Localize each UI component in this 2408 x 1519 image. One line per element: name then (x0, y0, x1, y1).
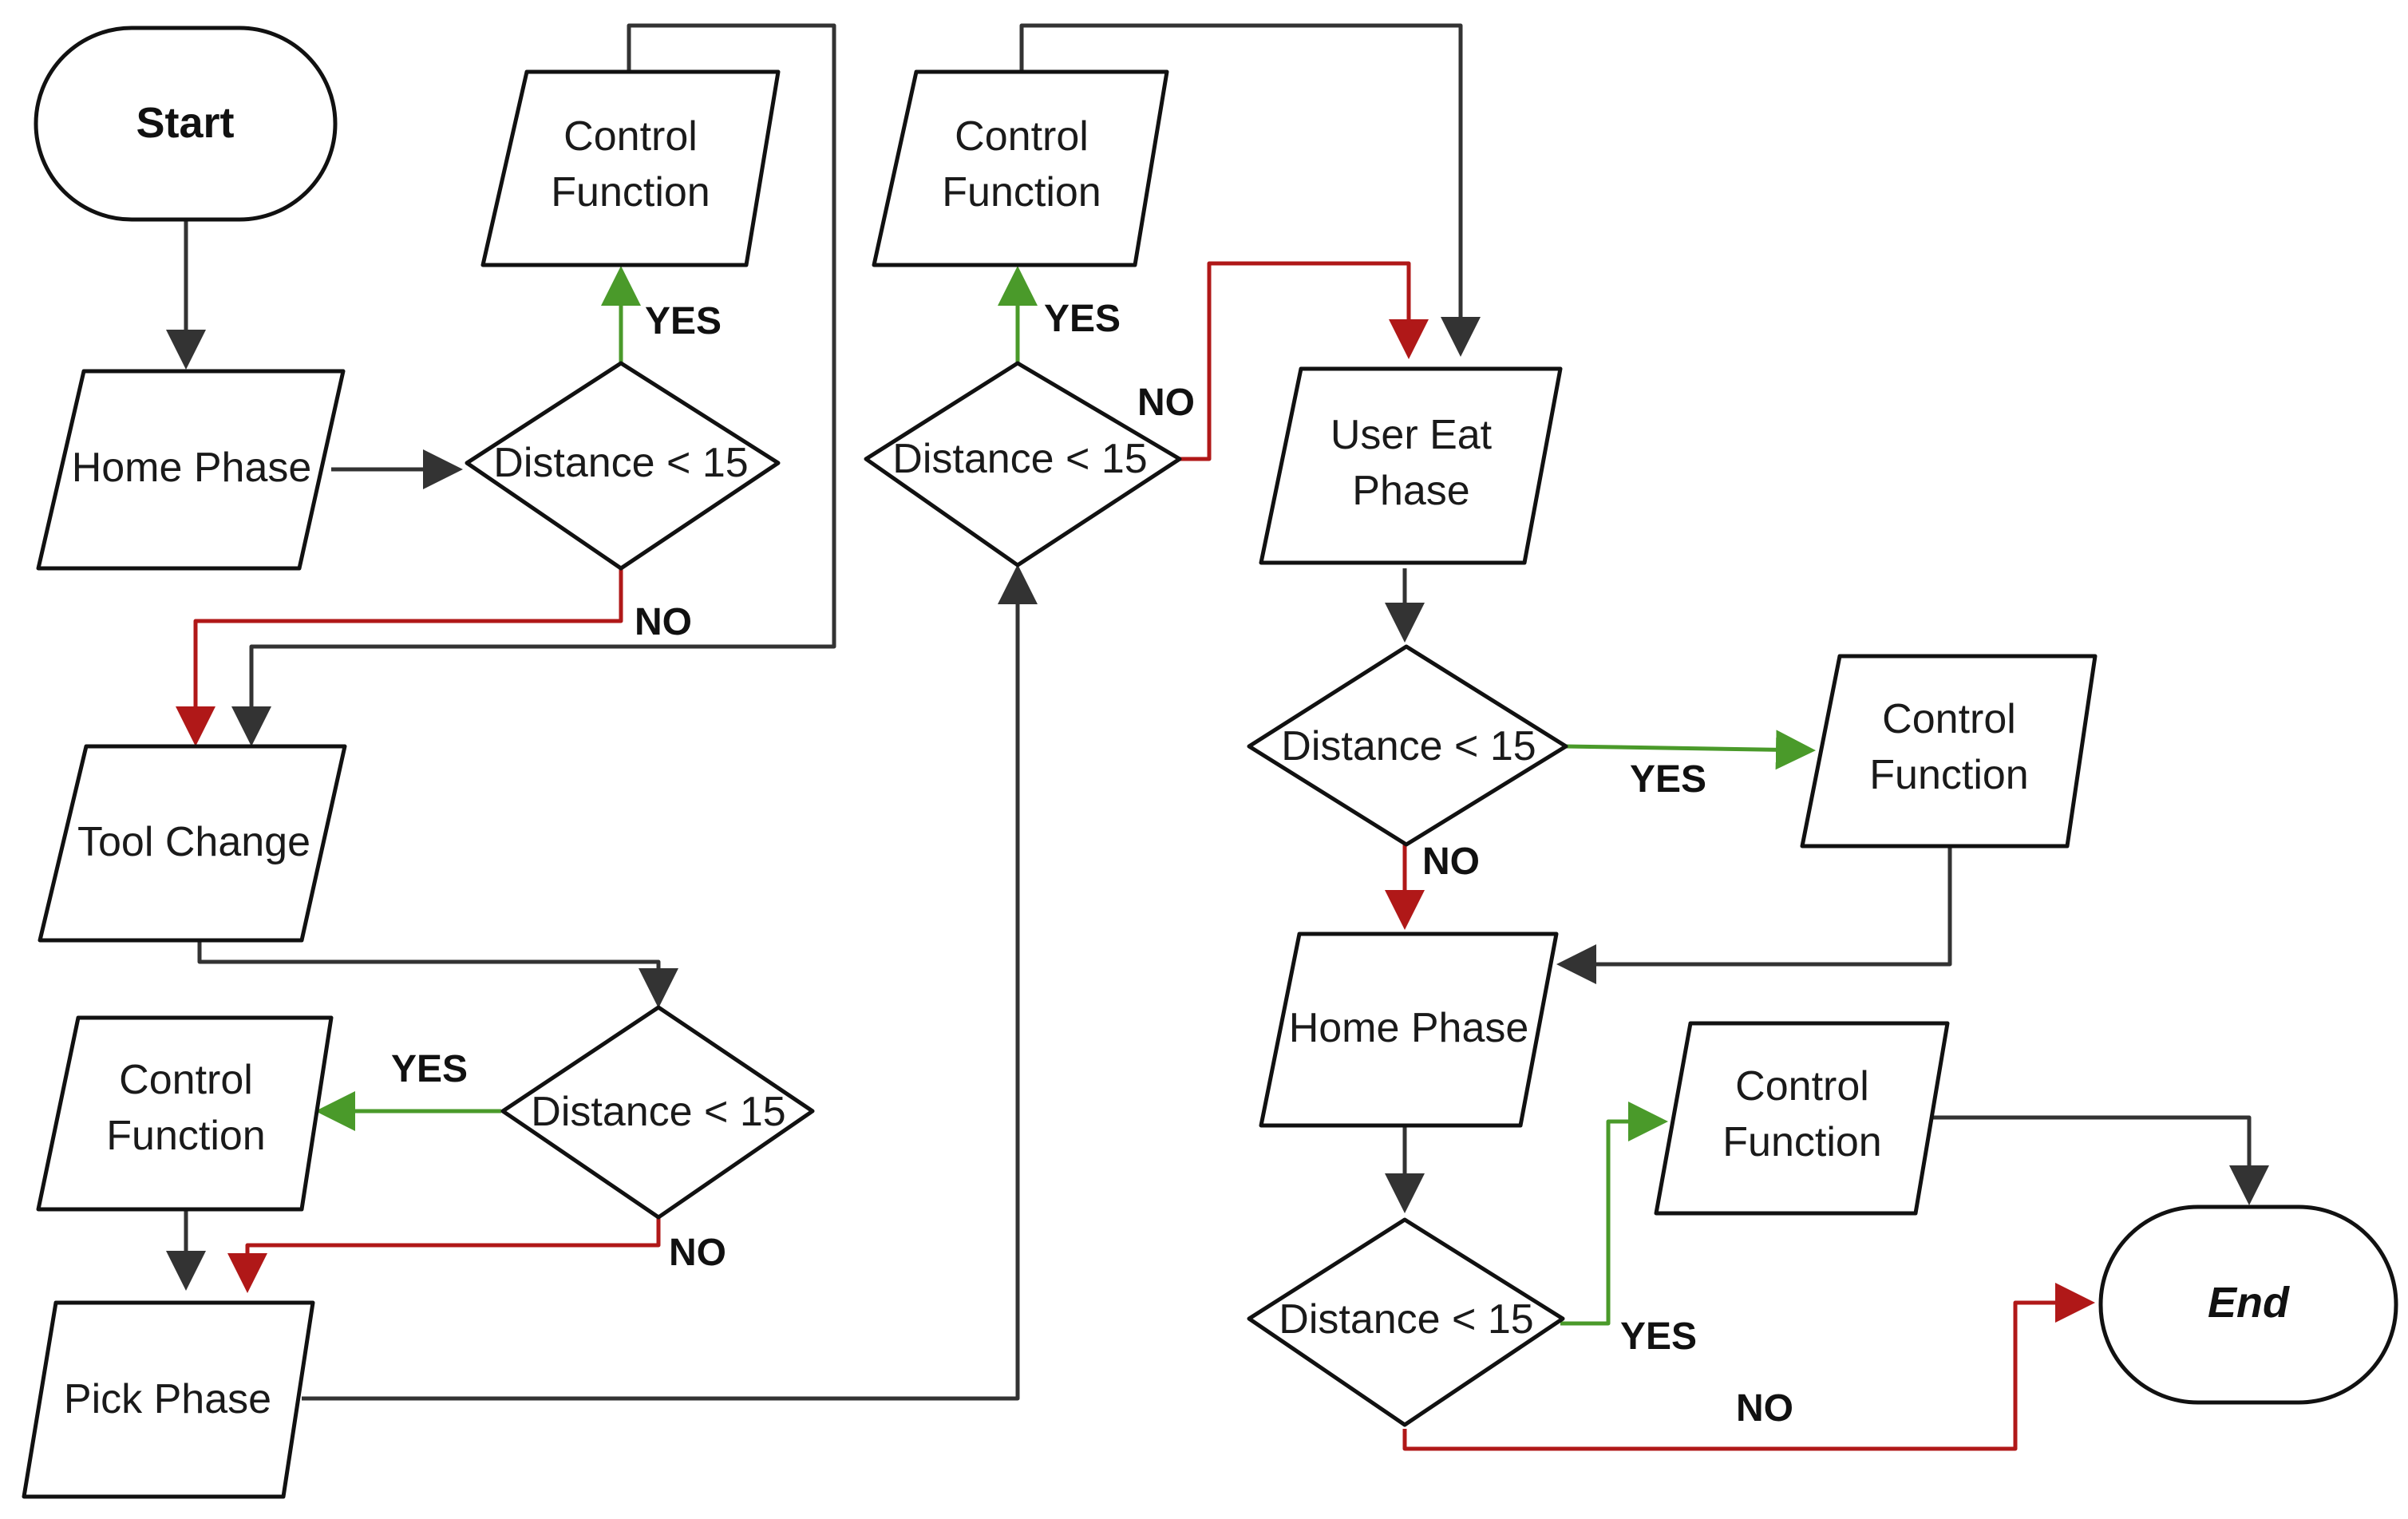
control-function-1-line2: Function (551, 169, 710, 216)
start-terminal: Start (34, 26, 338, 222)
decision-3: Distance < 15 (864, 361, 1182, 568)
label-decision-3-yes: YES (1044, 298, 1121, 340)
label-decision-1-yes: YES (645, 300, 722, 342)
decision-4-label: Distance < 15 (1281, 723, 1536, 769)
edge-control-function-5-to-end (1930, 1115, 2269, 1205)
edge-decision-2-no (227, 1217, 661, 1293)
user-eat-phase-line2: Phase (1352, 468, 1469, 514)
edge-pick-phase-to-decision-3 (302, 564, 1038, 1401)
edge-decision-5-no (1402, 1283, 2095, 1451)
control-function-3: Control Function (872, 69, 1169, 267)
decision-1-label: Distance < 15 (493, 440, 748, 486)
control-function-5-line1: Control (1735, 1063, 1869, 1110)
decision-2-label: Distance < 15 (531, 1089, 785, 1135)
label-decision-4-no: NO (1422, 841, 1480, 883)
label-decision-5-no: NO (1736, 1387, 1793, 1430)
edge-control-function-1-to-tool-change (231, 23, 836, 746)
edge-decision-4-yes (1564, 730, 1816, 770)
control-function-2-line1: Control (119, 1057, 253, 1103)
control-function-5: Control Function (1654, 1021, 1950, 1216)
edge-decision-5-yes (1560, 1102, 1668, 1326)
label-decision-1-no: NO (635, 601, 692, 643)
control-function-2: Control Function (36, 1015, 334, 1212)
control-function-4-line1: Control (1882, 696, 2016, 742)
home-phase-label: Home Phase (72, 445, 312, 491)
start-label: Start (136, 99, 234, 147)
decision-5-label: Distance < 15 (1279, 1296, 1533, 1343)
label-decision-2-yes: YES (391, 1048, 468, 1090)
end-terminal: End (2098, 1205, 2398, 1405)
edge-decision-3-no (1177, 261, 1429, 461)
label-decision-5-yes: YES (1620, 1315, 1697, 1358)
end-label: End (2208, 1279, 2290, 1327)
pick-phase-label: Pick Phase (64, 1376, 271, 1422)
decision-1: Distance < 15 (465, 361, 781, 571)
decision-2: Distance < 15 (500, 1005, 815, 1220)
label-decision-3-no: NO (1137, 382, 1195, 424)
control-function-4: Control Function (1800, 654, 2098, 849)
pick-phase-box: Pick Phase (22, 1300, 315, 1499)
control-function-4-line2: Function (1869, 752, 2028, 798)
home-phase-2-label: Home Phase (1289, 1005, 1529, 1051)
tool-change-label: Tool Change (77, 819, 310, 865)
edge-control-function-3-to-user-eat-phase (1019, 23, 1481, 357)
edge-tool-change-to-decision-2 (197, 940, 678, 1008)
control-function-5-line2: Function (1722, 1119, 1881, 1165)
control-function-2-line2: Function (106, 1113, 265, 1159)
edge-labels: YES NO YES NO YES NO YES NO YES NO (391, 298, 1793, 1430)
edge-control-function-4-to-home-phase-2 (1556, 846, 1952, 984)
home-phase-box: Home Phase (36, 369, 346, 571)
home-phase-2-box: Home Phase (1259, 932, 1559, 1128)
decision-3-label: Distance < 15 (892, 436, 1147, 482)
decision-5: Distance < 15 (1247, 1217, 1565, 1427)
decision-4: Distance < 15 (1247, 644, 1568, 847)
control-function-3-line2: Function (942, 169, 1101, 216)
label-decision-2-no: NO (669, 1232, 726, 1274)
control-function-1: Control Function (480, 69, 781, 267)
tool-change-box: Tool Change (38, 744, 347, 943)
user-eat-phase-box: User Eat Phase (1259, 366, 1563, 565)
control-function-1-line1: Control (563, 113, 698, 160)
edges (166, 23, 2269, 1451)
user-eat-phase-line1: User Eat (1331, 412, 1493, 458)
edge-decision-1-no (176, 568, 623, 746)
label-decision-4-yes: YES (1630, 758, 1706, 801)
control-function-3-line1: Control (955, 113, 1089, 160)
